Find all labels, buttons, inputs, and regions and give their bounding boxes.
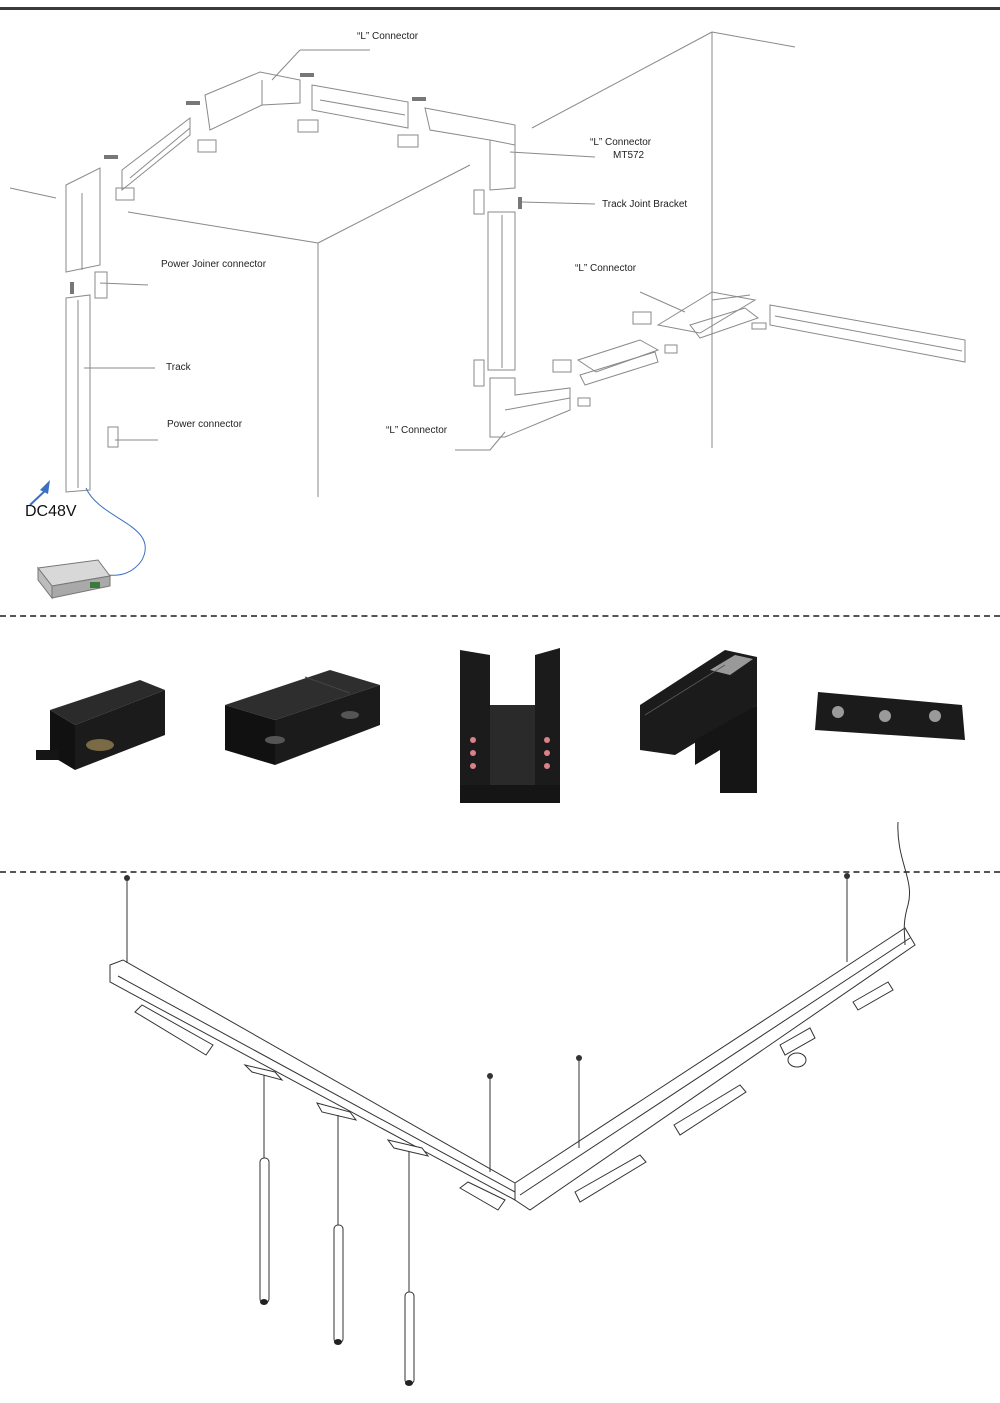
power-connector-icon	[36, 680, 165, 770]
label-track-joint-bracket: Track Joint Bracket	[602, 199, 688, 210]
label-l-connector-top: “L” Connector	[357, 31, 419, 42]
label-power-joiner-connector: Power Joiner connector	[161, 259, 267, 270]
label-l-connector-right: “L” Connector	[575, 263, 637, 274]
power-joiner-connector-icon	[225, 670, 380, 765]
label-voltage: DC48V	[25, 503, 77, 520]
label-l-connector-mt572: “L” Connector	[590, 137, 652, 148]
label-model-mt572: MT572	[613, 150, 645, 161]
l-connector-icon	[640, 650, 757, 793]
assembly-diagram	[9, 31, 966, 600]
track-profile-icon	[460, 648, 560, 803]
track-joint-bracket-icon	[815, 692, 965, 740]
label-power-connector: Power connector	[167, 419, 243, 430]
top-rule	[0, 0, 1000, 10]
label-track: Track	[166, 362, 191, 373]
label-l-connector-bottom: “L” Connector	[386, 425, 448, 436]
section-divider-2	[0, 871, 1000, 873]
power-supply-icon	[37, 559, 111, 600]
section-divider-1	[0, 615, 1000, 617]
